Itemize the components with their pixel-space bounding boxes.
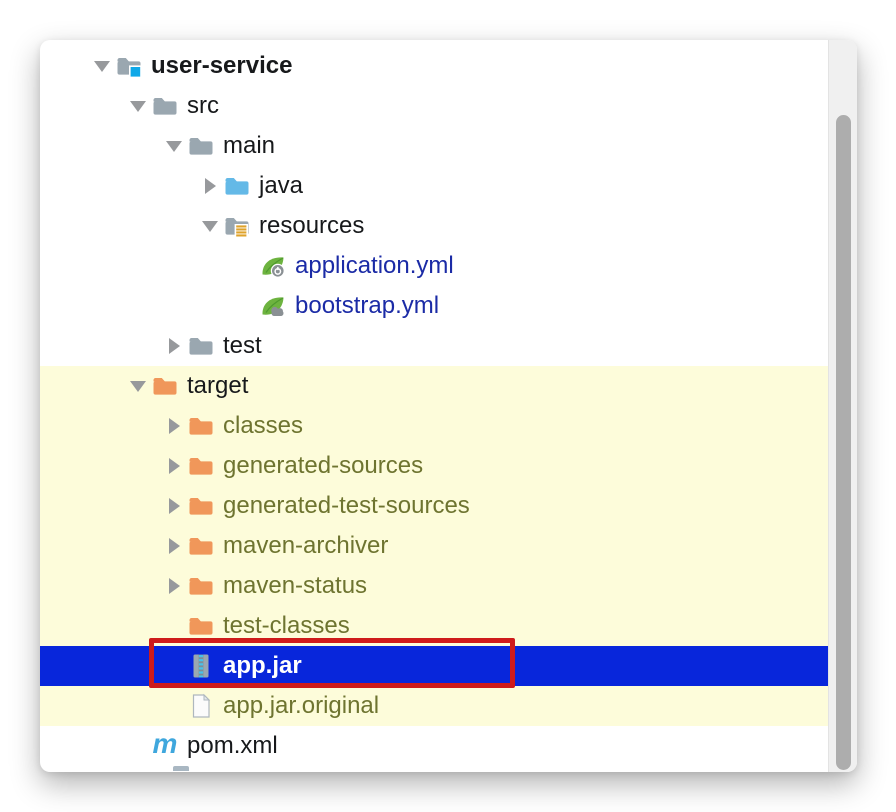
arrow-spacer bbox=[160, 686, 188, 726]
arrow-spacer bbox=[232, 246, 260, 286]
tree-row-app.jar.original[interactable]: app.jar.original bbox=[40, 686, 828, 726]
tree-item-label: src bbox=[187, 92, 219, 119]
tree-item-label: generated-test-sources bbox=[223, 492, 470, 519]
excluded-folder-icon bbox=[188, 493, 214, 519]
tree-collapsed-arrow-icon[interactable] bbox=[160, 326, 188, 366]
folder-icon bbox=[152, 93, 178, 119]
tree-row-classes[interactable]: classes bbox=[40, 406, 828, 446]
tree-expanded-arrow-icon[interactable] bbox=[124, 366, 152, 406]
tree-item-label: pom.xml bbox=[187, 732, 278, 759]
java-source-folder-icon bbox=[224, 173, 250, 199]
tree-row-generated-test-sources[interactable]: generated-test-sources bbox=[40, 486, 828, 526]
tree-item-label: user-service bbox=[151, 52, 293, 79]
tree-collapsed-arrow-icon[interactable] bbox=[160, 526, 188, 566]
annotation-red-box bbox=[149, 638, 515, 688]
tree-item-label: app.jar.original bbox=[223, 692, 380, 719]
clipped-next-row-icon bbox=[173, 766, 189, 771]
tree-collapsed-arrow-icon[interactable] bbox=[160, 446, 188, 486]
tree-expanded-arrow-icon[interactable] bbox=[196, 206, 224, 246]
tree-item-label: target bbox=[187, 372, 249, 399]
tree-collapsed-arrow-icon[interactable] bbox=[160, 406, 188, 446]
tree-collapsed-arrow-icon[interactable] bbox=[160, 566, 188, 606]
maven-icon: m bbox=[152, 728, 178, 759]
tree-item-label: maven-status bbox=[223, 572, 368, 599]
tree-row-target[interactable]: target bbox=[40, 366, 828, 406]
tree-row-maven-status[interactable]: maven-status bbox=[40, 566, 828, 606]
tree-row-user-service[interactable]: user-service bbox=[40, 46, 828, 86]
tree-row-resources[interactable]: resources bbox=[40, 206, 828, 246]
folder-icon bbox=[188, 133, 214, 159]
maven-m-glyph: m bbox=[152, 728, 178, 759]
tree-expanded-arrow-icon[interactable] bbox=[160, 126, 188, 166]
tree-row-src[interactable]: src bbox=[40, 86, 828, 126]
tree-item-label: test bbox=[223, 332, 262, 359]
excluded-folder-icon bbox=[152, 373, 178, 399]
tree-row-generated-sources[interactable]: generated-sources bbox=[40, 446, 828, 486]
file-icon bbox=[188, 693, 214, 719]
tree-item-label: main bbox=[223, 132, 276, 159]
tree-row-test[interactable]: test bbox=[40, 326, 828, 366]
scrollbar-thumb[interactable] bbox=[836, 115, 851, 770]
excluded-folder-icon bbox=[188, 453, 214, 479]
scrollbar-track[interactable] bbox=[828, 40, 857, 772]
jar-archive-icon bbox=[188, 653, 214, 679]
tree-row-java[interactable]: java bbox=[40, 166, 828, 206]
tree-item-label: java bbox=[259, 172, 304, 199]
tree-collapsed-arrow-icon[interactable] bbox=[196, 166, 224, 206]
tree-item-label: bootstrap.yml bbox=[295, 292, 440, 319]
tree-row-app.jar[interactable]: app.jar bbox=[40, 646, 828, 686]
tree-collapsed-arrow-icon[interactable] bbox=[160, 486, 188, 526]
tree-item-label: app.jar bbox=[223, 652, 302, 679]
tree-item-label: resources bbox=[259, 212, 365, 239]
excluded-folder-icon bbox=[188, 413, 214, 439]
resources-folder-icon bbox=[224, 213, 250, 239]
tree-item-label: maven-archiver bbox=[223, 532, 389, 559]
tree-item-label: classes bbox=[223, 412, 304, 439]
tree-item-label: application.yml bbox=[295, 252, 454, 279]
tree-row-main[interactable]: main bbox=[40, 126, 828, 166]
arrow-spacer bbox=[124, 726, 152, 766]
module-folder-icon bbox=[116, 53, 142, 79]
tree-expanded-arrow-icon[interactable] bbox=[124, 86, 152, 126]
arrow-spacer bbox=[232, 286, 260, 326]
tree-row-bootstrap.yml[interactable]: bootstrap.yml bbox=[40, 286, 828, 326]
tree-item-label: generated-sources bbox=[223, 452, 424, 479]
tree-item-label: test-classes bbox=[223, 612, 350, 639]
tree-row-pom.xml[interactable]: m pom.xml bbox=[40, 726, 828, 766]
excluded-folder-icon bbox=[188, 533, 214, 559]
excluded-folder-icon bbox=[188, 613, 214, 639]
tree-row-application.yml[interactable]: application.yml bbox=[40, 246, 828, 286]
tree-expanded-arrow-icon[interactable] bbox=[88, 46, 116, 86]
spring-config-file-icon bbox=[260, 253, 286, 279]
excluded-folder-icon bbox=[188, 573, 214, 599]
folder-icon bbox=[188, 333, 214, 359]
spring-cloud-config-file-icon bbox=[260, 293, 286, 319]
tree-row-maven-archiver[interactable]: maven-archiver bbox=[40, 526, 828, 566]
